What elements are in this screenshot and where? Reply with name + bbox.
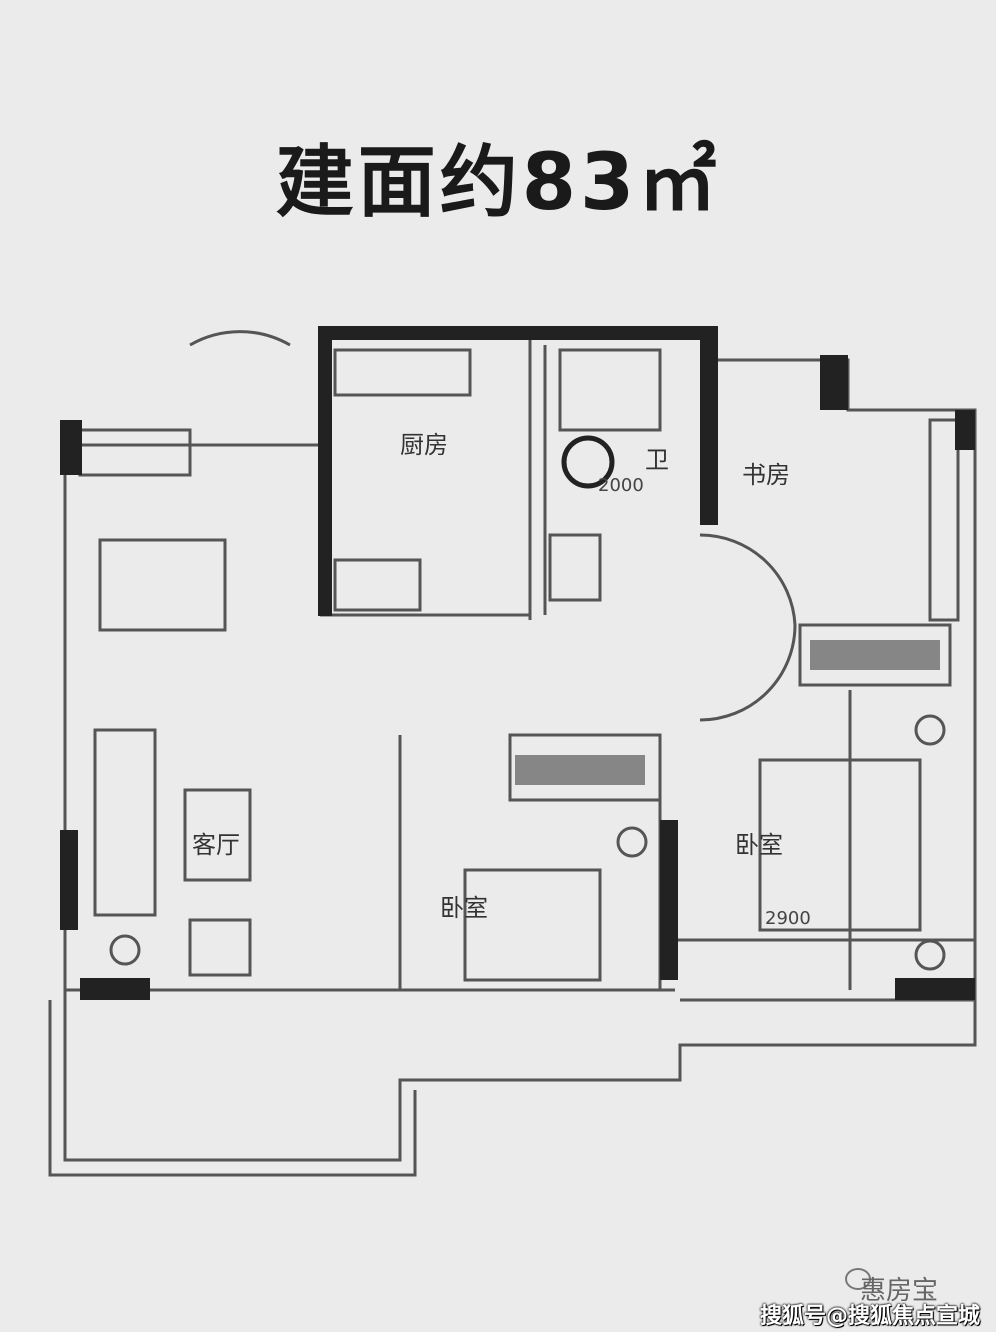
watermark-brand: 惠房宝: [860, 1276, 939, 1306]
master-bedroom-dimension: 2900: [765, 908, 811, 929]
bathroom-dimension: 2000: [598, 475, 644, 496]
room-label-master-bedroom: 卧室: [735, 831, 783, 859]
room-label-living: 客厅: [192, 831, 240, 859]
watermark-source: 搜狐号@搜狐焦点宣城站: [760, 1304, 981, 1329]
area-title: 建面约83㎡: [275, 138, 721, 228]
wechat-icon: [845, 1268, 871, 1290]
room-label-bathroom: 卫: [645, 446, 669, 474]
room-label-study: 书房: [742, 461, 790, 489]
room-label-kitchen: 厨房: [400, 431, 448, 459]
room-label-second-bedroom: 卧室: [440, 894, 488, 922]
